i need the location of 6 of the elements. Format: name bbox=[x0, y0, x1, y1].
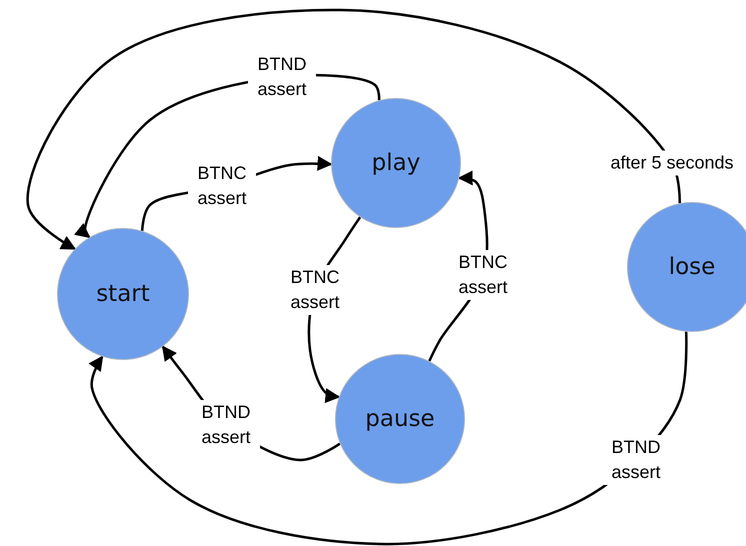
state-name: start bbox=[96, 281, 150, 307]
state-name: lose bbox=[668, 254, 716, 280]
state-name: play bbox=[372, 150, 420, 176]
transition-arrow bbox=[88, 332, 688, 546]
transition-arrow bbox=[26, 8, 681, 250]
state-name: pause bbox=[365, 406, 435, 432]
